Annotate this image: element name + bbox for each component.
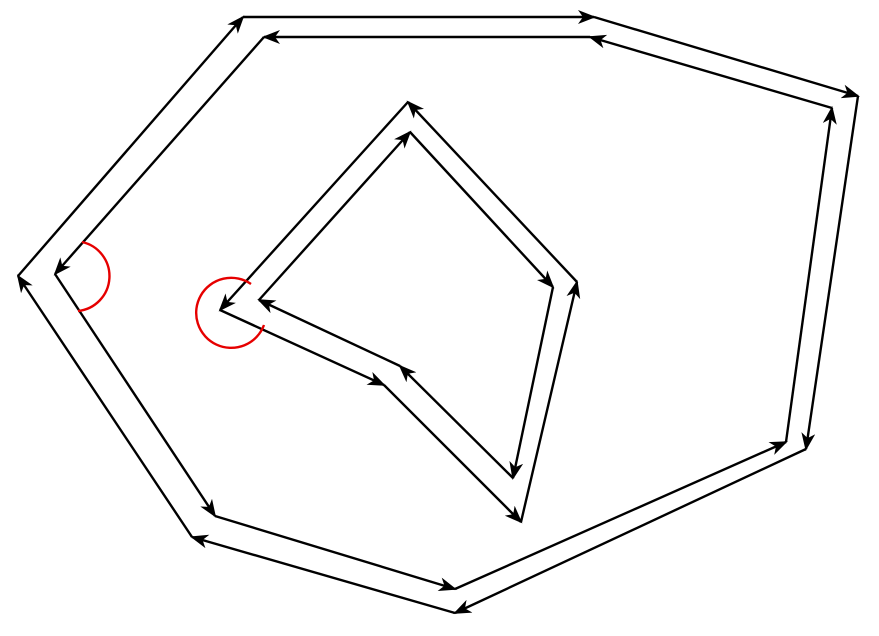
hole-inner-edge-2 (409, 131, 555, 289)
inner-ring-edge-5 (784, 106, 837, 443)
hole-outer-edge-4 (519, 280, 581, 523)
hole-outer-edge-5 (406, 100, 578, 283)
outer-edge-5 (453, 447, 807, 615)
inner-ring-edge-2 (53, 273, 217, 518)
hole-inner-edge-4 (398, 364, 514, 479)
hole-inner-edge-5 (257, 298, 401, 368)
outer-edge-3 (593, 15, 860, 99)
hole-boundary-inner-ring (257, 130, 555, 480)
inner-ring-edge-4 (454, 440, 788, 591)
hole-outer-edge-2 (219, 308, 386, 387)
hole-inner-edge-1 (258, 130, 412, 301)
hole-outer-edge-3 (383, 384, 523, 524)
outer-edge-6 (190, 534, 456, 615)
hole-outer-edge-1 (218, 101, 409, 312)
outer-boundary-outer-ring (16, 10, 860, 615)
outer-edge-1 (17, 15, 245, 277)
hole-boundary-outer-ring (218, 100, 581, 524)
outer-boundary-inner-ring (53, 30, 837, 592)
outer-edge-4 (801, 95, 860, 451)
outer-edge-7 (16, 274, 193, 538)
reflex-angle-marker-hole (194, 276, 266, 350)
inner-ring-edge-1 (53, 36, 265, 276)
reflex-angle-marker-outer (77, 240, 111, 313)
hole-inner-edge-3 (509, 286, 555, 480)
inner-ring-edge-6 (588, 34, 833, 110)
inner-ring-edge-3 (214, 514, 457, 592)
